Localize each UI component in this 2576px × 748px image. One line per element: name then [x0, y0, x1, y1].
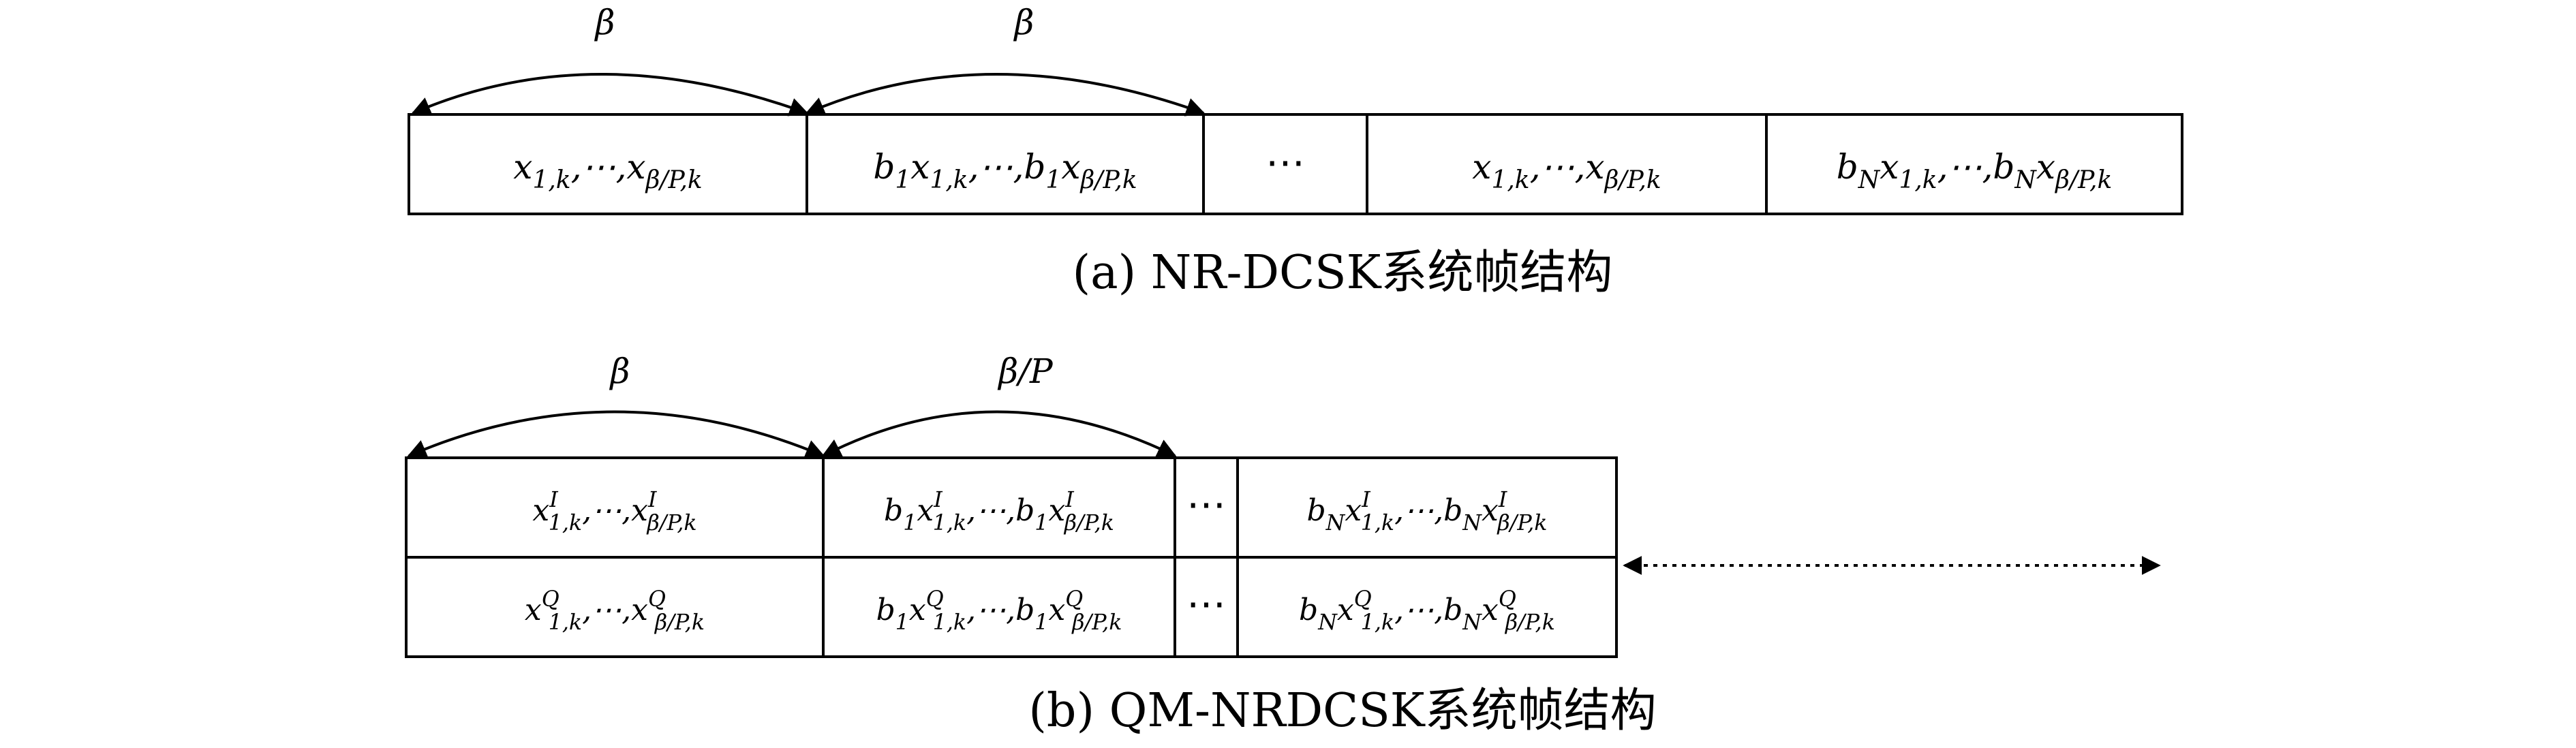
arc-a-1 [411, 73, 809, 116]
arc-label-b-1: β [609, 352, 630, 391]
cell-a-1-text: x1,k,⋯,xβ/P,k [513, 147, 703, 194]
arc-label-a-1: β [594, 3, 615, 42]
cell-b-4-bottom [1236, 556, 1618, 658]
cell-a-5 [1765, 113, 2183, 215]
arc-a-2 [805, 73, 1206, 116]
arc-b-1 [407, 410, 825, 458]
panel-a: β β x1,k,⋯,xβ/P,k b1x1,k,⋯,b1xβ/P,k ⋯ x1… [408, 3, 2183, 300]
arc-label-b-2: β/P [997, 352, 1054, 391]
cell-a-3-ellipsis: ⋯ [1266, 139, 1305, 185]
caption-b: (b) QM-NRDCSK系统帧结构 [1028, 684, 1656, 738]
arc-b-2 [821, 410, 1177, 457]
cell-b-3-top-ellipsis: ⋯ [1186, 481, 1226, 527]
cell-b-3-bottom-ellipsis: ⋯ [1186, 580, 1226, 627]
cell-a-5-text: bNx1,k,⋯,bNxβ/P,k [1837, 147, 2113, 194]
cell-a-4-text: x1,k,⋯,xβ/P,k [1472, 147, 1661, 194]
arc-label-a-2: β [1013, 3, 1034, 42]
cell-a-2-text: b1x1,k,⋯,b1xβ/P,k [873, 147, 1137, 194]
caption-a: (a) NR-DCSK系统帧结构 [1073, 246, 1613, 300]
